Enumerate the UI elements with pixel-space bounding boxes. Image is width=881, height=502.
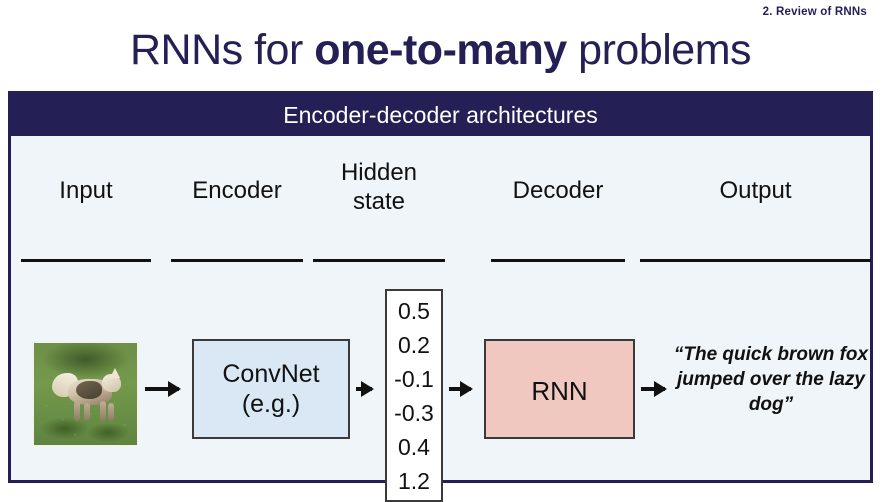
dog-saddle-marking <box>76 381 102 399</box>
figure-banner: Encoder-decoder architectures <box>11 94 870 136</box>
encoder-decoder-figure: Encoder-decoder architectures Input Enco… <box>8 91 873 502</box>
page-title-prefix: RNNs for <box>129 26 315 74</box>
encoder-node-label-line2: (e.g.) <box>241 390 301 418</box>
column-header-output: Output <box>719 177 792 204</box>
dog-leg <box>108 403 114 421</box>
page-title-emphasis: one-to-many <box>314 26 567 74</box>
output-sentence: “The quick brown fox jumped over the laz… <box>673 344 869 415</box>
arrow-hidden-state-to-decoder <box>449 381 473 397</box>
dog-ear <box>110 368 120 378</box>
hidden-state-value: -0.3 <box>394 400 434 426</box>
dog-illustration <box>46 368 130 429</box>
column-header-hidden-state: Hidden state <box>313 158 445 216</box>
hidden-state-value: 1.2 <box>398 468 430 494</box>
decoder-node-rnn: RNN <box>484 339 635 439</box>
column-header-hidden-state-line1: Hidden <box>340 159 418 186</box>
hidden-state-value: 0.2 <box>398 332 430 358</box>
arrow-encoder-to-hidden-state <box>356 381 374 397</box>
dog-leg <box>74 401 80 421</box>
section-label: 2. Review of RNNs <box>762 6 867 18</box>
column-rule-encoder <box>171 259 303 262</box>
dog-leg <box>84 403 90 421</box>
figure-body: Input Encoder Hidden state Decoder Outpu… <box>11 136 871 502</box>
hidden-state-vector: 0.5 0.2 -0.1 -0.3 0.4 1.2 <box>385 289 443 502</box>
column-header-decoder: Decoder <box>512 177 604 204</box>
hidden-state-value: -0.1 <box>394 366 434 392</box>
column-rule-decoder <box>491 259 625 262</box>
encoder-node-convnet: ConvNet (e.g.) <box>192 339 350 439</box>
input-image-dog-photo <box>32 341 139 447</box>
encoder-node-label-line1: ConvNet <box>222 360 320 388</box>
dog-head <box>102 374 121 392</box>
column-header-hidden-state-line2: state <box>352 188 406 215</box>
hidden-state-value: 0.5 <box>398 298 430 324</box>
page-title-suffix: problems <box>566 26 752 74</box>
arrow-input-to-encoder <box>145 381 181 397</box>
dog-leg <box>100 401 106 421</box>
arrow-decoder-to-output <box>641 381 667 397</box>
hidden-state-value: 0.4 <box>398 434 430 460</box>
column-rule-input <box>21 259 151 262</box>
column-header-encoder: Encoder <box>192 177 282 204</box>
column-header-input: Input <box>59 177 113 204</box>
page-title: RNNs for one-to-many problems <box>0 24 881 76</box>
column-rule-output <box>640 259 871 262</box>
column-rule-hidden-state <box>313 259 445 262</box>
